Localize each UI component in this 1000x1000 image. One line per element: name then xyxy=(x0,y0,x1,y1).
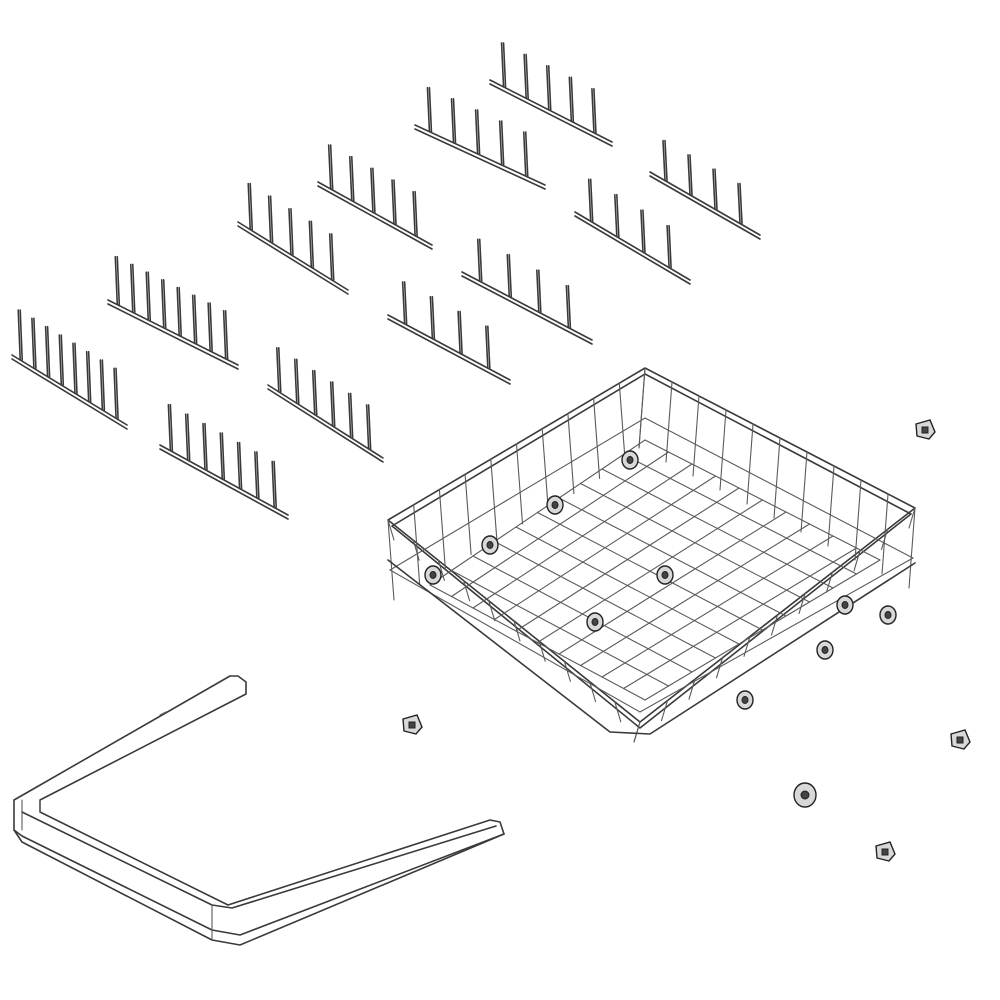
tine-row xyxy=(574,178,691,285)
rack-wheel-icon xyxy=(836,595,854,615)
tine-row xyxy=(414,86,546,190)
rack-wheel-icon xyxy=(879,605,897,625)
rack-wheel-icon xyxy=(736,690,754,710)
tine-row xyxy=(489,42,613,147)
rack-rail-frame xyxy=(13,675,505,946)
rack-wheels-and-clips xyxy=(402,419,971,862)
tine-row xyxy=(107,255,239,370)
loose-clip-icon xyxy=(402,714,423,735)
lower-rack-basket xyxy=(387,367,916,743)
tine-row xyxy=(387,281,511,385)
rack-wheel-icon xyxy=(816,640,834,660)
rack-wheel-icon xyxy=(481,535,499,555)
tine-row xyxy=(267,347,384,463)
tine-row xyxy=(649,139,761,240)
loose-clip-icon xyxy=(915,419,936,440)
rack-wheel-icon xyxy=(656,565,674,585)
tine-row xyxy=(237,182,349,295)
rack-wheel-icon xyxy=(621,450,639,470)
loose-clip-icon xyxy=(875,841,896,862)
tine-row xyxy=(317,144,433,250)
rack-wheel-icon xyxy=(546,495,564,515)
rack-wheel-icon xyxy=(424,565,442,585)
tine-row xyxy=(461,238,593,345)
tine-row xyxy=(11,309,128,430)
rack-wheel-icon xyxy=(586,612,604,632)
loose-clip-icon xyxy=(950,729,971,750)
tine-row xyxy=(159,403,289,520)
loose-wheel-icon xyxy=(793,782,817,808)
tine-rows xyxy=(11,42,761,520)
